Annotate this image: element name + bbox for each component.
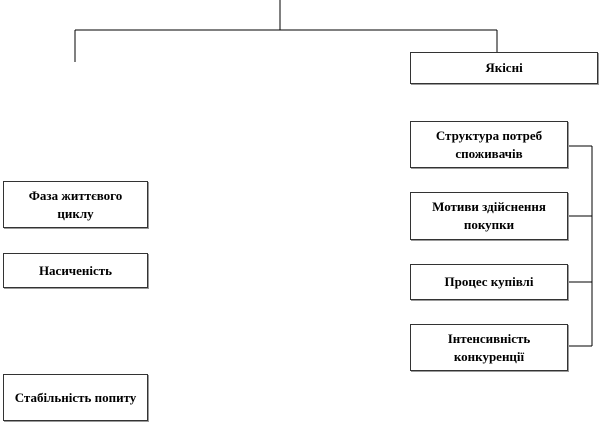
node-life-cycle-phase-label: Фаза життєвого циклу	[28, 187, 123, 221]
node-purchase-motives: Мотиви здійснення покупки	[410, 192, 568, 240]
node-saturation: Насиченість	[3, 253, 148, 288]
node-life-cycle-phase: Фаза життєвого циклу	[3, 181, 148, 228]
node-consumer-needs-structure-label: Структура потреб споживачів	[435, 127, 543, 161]
node-competition-intensity: Інтенсивність конкуренції	[410, 324, 568, 371]
node-purchase-motives-label: Мотиви здійснення покупки	[432, 199, 546, 232]
node-competition-intensity-label: Інтенсивність конкуренції	[447, 330, 531, 364]
node-saturation-label: Насиченість	[38, 262, 113, 278]
node-consumer-needs-structure: Структура потреб споживачів	[410, 121, 568, 168]
node-purchase-process-label: Процес купівлі	[444, 274, 534, 289]
node-demand-stability: Стабільність попиту	[3, 374, 148, 421]
node-purchase-process: Процес купівлі	[410, 264, 568, 300]
node-qualitative-header: Якісні	[410, 52, 598, 84]
node-qualitative-header-label: Якісні	[485, 60, 523, 75]
node-demand-stability-label: Стабільність попиту	[14, 389, 137, 405]
